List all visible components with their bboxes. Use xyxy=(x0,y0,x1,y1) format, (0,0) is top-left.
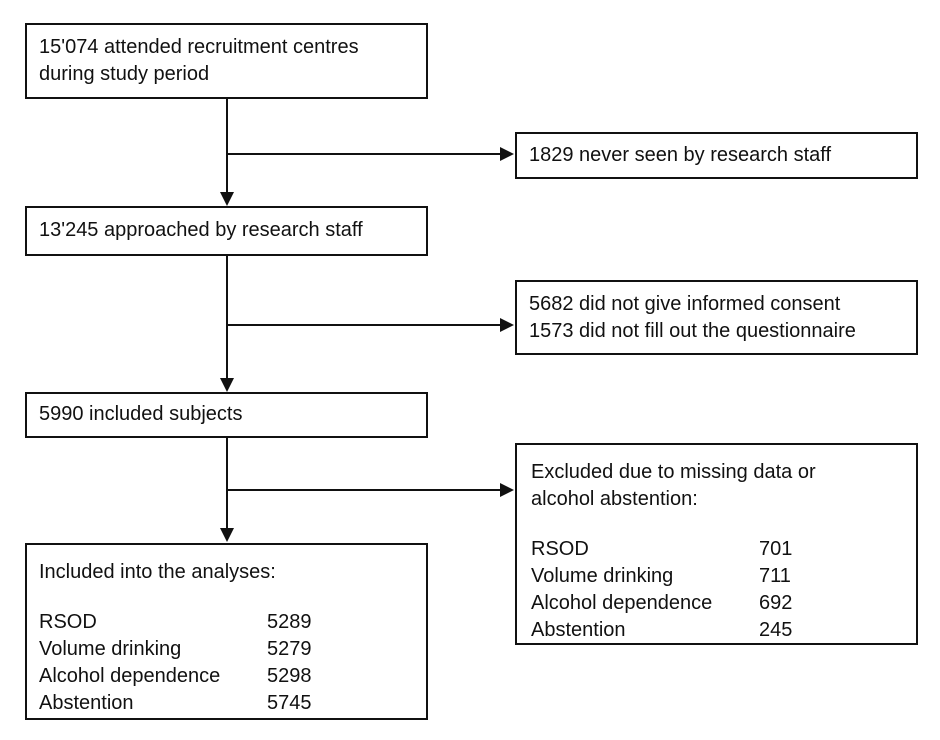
measure-label: Abstention xyxy=(531,619,626,641)
measure-value: 711 xyxy=(759,565,791,587)
measure-row: Volume drinking 5279 xyxy=(39,636,414,663)
box-not-consented-text: 5682 did not give informed consent 1573 d… xyxy=(529,291,904,345)
measure-label: Abstention xyxy=(39,692,134,714)
measure-label: RSOD xyxy=(531,538,589,560)
measure-value: 5298 xyxy=(267,665,312,687)
text-line: 15'074 attended recruitment centres xyxy=(39,36,359,58)
text-line: during study period xyxy=(39,63,210,85)
arrow-branch-not-consented xyxy=(227,318,514,332)
measure-label: Alcohol dependence xyxy=(39,665,221,687)
box-attended-recruitment: 15'074 attended recruitment centres durin… xyxy=(25,23,428,99)
text-line: Included into the analyses: xyxy=(39,561,276,583)
measure-value: 5279 xyxy=(267,638,312,660)
excluded-title: Excluded due to missing data or alcohol a… xyxy=(531,459,902,513)
measure-row: Alcohol dependence 692 xyxy=(531,590,902,617)
arrow-attended-to-approached xyxy=(220,99,234,206)
box-attended-text: 15'074 attended recruitment centres durin… xyxy=(39,34,414,88)
box-approached: 13'245 approached by research staff xyxy=(25,206,428,256)
box-included-subjects: 5990 included subjects xyxy=(25,392,428,438)
box-never-seen-text: 1829 never seen by research staff xyxy=(529,144,832,166)
measure-label: Alcohol dependence xyxy=(531,592,713,614)
measure-value: 692 xyxy=(759,592,793,614)
box-never-seen: 1829 never seen by research staff xyxy=(515,132,918,179)
arrow-branch-excluded xyxy=(227,483,514,497)
text-line: 5682 did not give informed consent xyxy=(529,293,841,315)
measure-value: 701 xyxy=(759,538,793,560)
text-line: alcohol abstention: xyxy=(531,488,698,510)
measure-row: Volume drinking 711 xyxy=(531,563,902,590)
measure-label: Volume drinking xyxy=(39,638,182,660)
measure-row: Alcohol dependence 5298 xyxy=(39,663,414,690)
measure-row: Abstention 5745 xyxy=(39,690,414,717)
text-line: 1573 did not fill out the questionnaire xyxy=(529,320,856,342)
arrow-included-to-analyses xyxy=(220,438,234,542)
arrow-approached-to-included xyxy=(220,256,234,392)
measure-value: 5745 xyxy=(267,692,312,714)
measure-value: 245 xyxy=(759,619,793,641)
box-not-consented: 5682 did not give informed consent 1573 d… xyxy=(515,280,918,355)
measure-row: Abstention 245 xyxy=(531,617,902,644)
arrow-branch-never-seen xyxy=(227,147,514,161)
analyses-title: Included into the analyses: xyxy=(39,559,414,586)
measure-value: 5289 xyxy=(267,611,312,633)
box-excluded-missing: Excluded due to missing data or alcohol a… xyxy=(515,443,918,645)
measure-row: RSOD 5289 xyxy=(39,609,414,636)
box-included-text: 5990 included subjects xyxy=(39,403,243,425)
measure-label: RSOD xyxy=(39,611,97,633)
text-line: Excluded due to missing data or xyxy=(531,461,816,483)
box-approached-text: 13'245 approached by research staff xyxy=(39,219,363,241)
measure-row: RSOD 701 xyxy=(531,536,902,563)
measure-label: Volume drinking xyxy=(531,565,674,587)
